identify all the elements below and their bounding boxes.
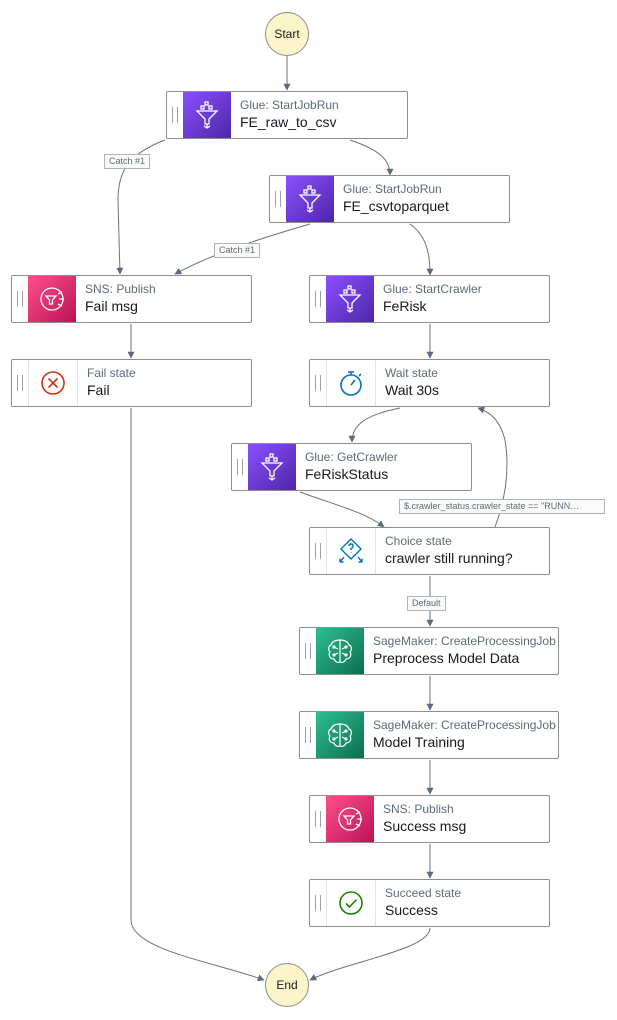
state-crawler-still-running[interactable]: Choice state crawler still running? (309, 527, 550, 575)
start-node[interactable]: Start (265, 12, 309, 56)
choice-diamond-icon (326, 528, 376, 574)
state-fe-raw-to-csv[interactable]: Glue: StartJobRun FE_raw_to_csv (166, 91, 408, 139)
edge-label-default[interactable]: Default (407, 596, 446, 611)
end-label: End (276, 978, 298, 992)
check-circle-icon (326, 880, 376, 926)
state-name: crawler still running? (385, 550, 513, 566)
state-fe-csvtoparquet[interactable]: Glue: StartJobRun FE_csvtoparquet (269, 175, 510, 223)
state-type: Glue: StartJobRun (240, 98, 339, 112)
state-fail-msg[interactable]: SNS: Publish Fail msg (11, 275, 252, 323)
state-wait-30s[interactable]: Wait state Wait 30s (309, 359, 550, 407)
end-node[interactable]: End (265, 963, 309, 1007)
glue-funnel-icon (248, 444, 296, 490)
edge-wait-to-getcrawler (348, 407, 401, 443)
drag-handle[interactable] (12, 276, 28, 322)
state-ferisk-status[interactable]: Glue: GetCrawler FeRiskStatus (231, 443, 472, 491)
state-type: Choice state (385, 534, 452, 548)
state-type: SNS: Publish (383, 802, 454, 816)
sagemaker-brain-icon (316, 628, 364, 674)
state-name: Model Training (373, 734, 465, 750)
state-type: Fail state (87, 366, 136, 380)
state-type: Succeed state (385, 886, 462, 900)
sns-publish-icon (326, 796, 374, 842)
state-type: SNS: Publish (85, 282, 156, 296)
state-name: Success (385, 902, 438, 918)
state-name: Fail (87, 382, 110, 398)
state-success[interactable]: Succeed state Success (309, 879, 550, 927)
edge-raw-catch-to-failmsg (116, 139, 166, 275)
start-label: Start (274, 27, 300, 41)
state-name: FE_raw_to_csv (240, 114, 337, 130)
state-type: SageMaker: CreateProcessingJob (373, 718, 556, 732)
edge-getcrawler-to-choice (299, 491, 385, 528)
glue-funnel-icon (183, 92, 231, 138)
edge-fail-to-end (130, 408, 265, 982)
state-name: FeRiskStatus (305, 466, 389, 482)
x-circle-icon (28, 360, 78, 406)
sns-publish-icon (28, 276, 76, 322)
state-type: Glue: StartCrawler (383, 282, 482, 296)
drag-handle[interactable] (310, 796, 326, 842)
edge-label-catch[interactable]: Catch #1 (214, 243, 261, 258)
drag-handle[interactable] (12, 360, 28, 406)
drag-handle[interactable] (310, 528, 326, 574)
stopwatch-icon (326, 360, 376, 406)
state-ferisk-crawler[interactable]: Glue: StartCrawler FeRisk (309, 275, 550, 323)
state-preprocess-model-data[interactable]: SageMaker: CreateProcessingJob Preproces… (299, 627, 559, 675)
glue-funnel-icon (326, 276, 374, 322)
state-name: Preprocess Model Data (373, 650, 520, 666)
state-fail[interactable]: Fail state Fail (11, 359, 252, 407)
state-model-training[interactable]: SageMaker: CreateProcessingJob Model Tra… (299, 711, 559, 759)
state-name: FeRisk (383, 298, 427, 314)
drag-handle[interactable] (270, 176, 286, 222)
state-type: Glue: StartJobRun (343, 182, 442, 196)
edge-label-running-condition[interactable]: $.crawler_status.crawler_state == "RUNN… (399, 499, 605, 514)
state-name: Fail msg (85, 298, 138, 314)
state-type: Glue: GetCrawler (305, 450, 398, 464)
drag-handle[interactable] (310, 360, 326, 406)
drag-handle[interactable] (310, 276, 326, 322)
drag-handle[interactable] (300, 712, 316, 758)
state-name: Wait 30s (385, 382, 439, 398)
drag-handle[interactable] (232, 444, 248, 490)
state-name: Success msg (383, 818, 467, 834)
state-success-msg[interactable]: SNS: Publish Success msg (309, 795, 550, 843)
glue-funnel-icon (286, 176, 334, 222)
edge-raw-to-parquet (349, 139, 394, 176)
sagemaker-brain-icon (316, 712, 364, 758)
drag-handle[interactable] (167, 92, 183, 138)
edge-parquet-to-crawler (409, 223, 434, 276)
edge-label-catch[interactable]: Catch #1 (104, 154, 151, 169)
state-type: Wait state (385, 366, 438, 380)
state-name: FE_csvtoparquet (343, 198, 449, 214)
state-type: SageMaker: CreateProcessingJob (373, 634, 556, 648)
edge-success-to-end (309, 927, 431, 981)
drag-handle[interactable] (300, 628, 316, 674)
drag-handle[interactable] (310, 880, 326, 926)
